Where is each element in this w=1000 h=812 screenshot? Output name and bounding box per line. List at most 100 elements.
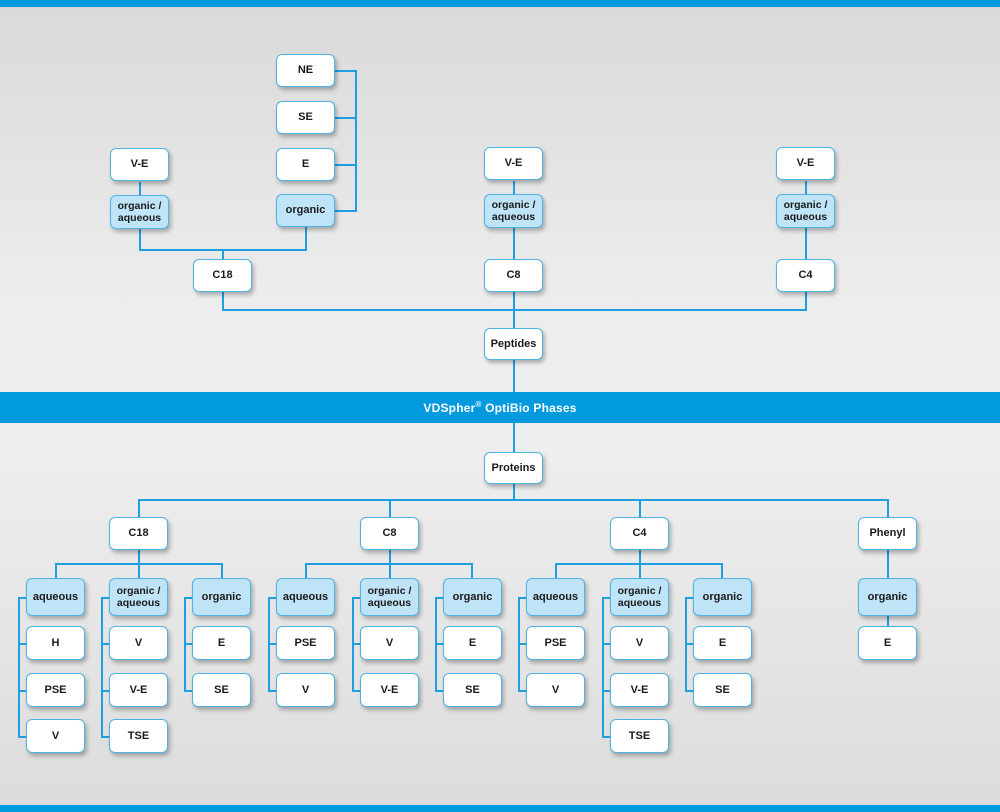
node-label: SE xyxy=(715,683,730,696)
node-c18-organic-e[interactable]: E xyxy=(192,626,251,660)
node-label: NE xyxy=(297,64,314,77)
node-peptides[interactable]: Peptides xyxy=(484,328,543,360)
node-c18-peptides[interactable]: C18 xyxy=(193,259,252,292)
conn-pc8-down xyxy=(389,549,391,564)
node-label: Phenyl xyxy=(869,527,906,540)
node-label: C18 xyxy=(128,527,149,540)
conn-pc8-bus xyxy=(305,563,472,565)
node-label: SE xyxy=(465,683,480,696)
node-c4-orgaq-v[interactable]: V xyxy=(610,626,669,660)
node-label: V-E xyxy=(504,157,523,170)
node-c18-orgaq-v[interactable]: V xyxy=(109,626,168,660)
node-c18-organic-se[interactable]: SE xyxy=(192,673,251,707)
node-ne[interactable]: NE xyxy=(276,54,335,87)
rail-pc4-orgaq-stub-2 xyxy=(602,690,614,692)
node-c18-aqueous[interactable]: aqueous xyxy=(26,578,85,616)
node-c4-orgaq-tse[interactable]: TSE xyxy=(610,719,669,753)
conn-c18-feed-drop xyxy=(222,249,224,261)
node-c18-orgaq-ve[interactable]: V-E xyxy=(109,673,168,707)
node-label-line1: organic / xyxy=(116,584,161,597)
rail-pc4-orgaq-stub-1 xyxy=(602,643,614,645)
node-c4-aqueous[interactable]: aqueous xyxy=(526,578,585,616)
node-c8-proteins[interactable]: C8 xyxy=(360,517,419,550)
node-c8-orgaq-v[interactable]: V xyxy=(360,626,419,660)
rail-pc18-org-stub-0 xyxy=(184,597,196,599)
node-c18-aqueous-v[interactable]: V xyxy=(26,719,85,753)
node-organic-aqueous-c4[interactable]: organic / aqueous xyxy=(776,194,835,228)
node-c18-organic[interactable]: organic xyxy=(192,578,251,616)
node-c8-organic[interactable]: organic xyxy=(443,578,502,616)
node-c8-peptides[interactable]: C8 xyxy=(484,259,543,292)
section-banner xyxy=(0,392,1000,423)
top-accent-bar xyxy=(0,0,1000,7)
node-organic-aqueous-c18[interactable]: organic / aqueous xyxy=(110,195,169,229)
node-label: V-E xyxy=(796,157,815,170)
node-phenyl-organic[interactable]: organic xyxy=(858,578,917,616)
conn-orgaq-left-down xyxy=(139,229,141,250)
rail-pc4-orgaq-stub-3 xyxy=(602,736,614,738)
node-c8-aqueous-v[interactable]: V xyxy=(276,673,335,707)
node-se[interactable]: SE xyxy=(276,101,335,134)
banner-brand: VDSpher xyxy=(423,401,476,415)
node-phenyl-proteins[interactable]: Phenyl xyxy=(858,517,917,550)
node-label: E xyxy=(217,636,226,649)
conn-orgaq-mid-to-c8 xyxy=(513,228,515,261)
node-ve-c18[interactable]: V-E xyxy=(110,148,169,181)
node-label: organic xyxy=(702,590,743,603)
conn-bus-to-pc8 xyxy=(389,499,391,519)
node-c4-proteins[interactable]: C4 xyxy=(610,517,669,550)
node-c18-proteins[interactable]: C18 xyxy=(109,517,168,550)
node-c4-organic-e[interactable]: E xyxy=(693,626,752,660)
node-phenyl-organic-e[interactable]: E xyxy=(858,626,917,660)
node-c4-peptides[interactable]: C4 xyxy=(776,259,835,292)
rail-pc18-org-stub-2 xyxy=(184,690,196,692)
rail-pc4-org-stub-2 xyxy=(685,690,697,692)
node-c8-organic-se[interactable]: SE xyxy=(443,673,502,707)
node-c4-aqueous-v[interactable]: V xyxy=(526,673,585,707)
node-c4-orgaq-ve[interactable]: V-E xyxy=(610,673,669,707)
node-label: V xyxy=(551,683,560,696)
node-e-top[interactable]: E xyxy=(276,148,335,181)
rail-pc18-aqueous-stub-3 xyxy=(18,736,30,738)
rail-pc18-aqueous-stub-0 xyxy=(18,597,30,599)
conn-ve-right-to-orgaq xyxy=(805,181,807,195)
node-c8-aqueous[interactable]: aqueous xyxy=(276,578,335,616)
node-c18-aqueous-pse[interactable]: PSE xyxy=(26,673,85,707)
node-ve-c8[interactable]: V-E xyxy=(484,147,543,180)
node-proteins[interactable]: Proteins xyxy=(484,452,543,484)
banner-rest: OptiBio Phases xyxy=(481,401,577,415)
node-c8-organic-e[interactable]: E xyxy=(443,626,502,660)
node-c18-orgaq-tse[interactable]: TSE xyxy=(109,719,168,753)
node-c8-orgaq-ve[interactable]: V-E xyxy=(360,673,419,707)
node-label-line2: aqueous xyxy=(491,211,536,223)
node-c4-organic-se[interactable]: SE xyxy=(693,673,752,707)
rail-pc8-org-stub-1 xyxy=(435,643,447,645)
rail-pc18-aqueous-stub-1 xyxy=(18,643,30,645)
conn-pc4-bus-orgaq xyxy=(639,563,641,579)
conn-bus-to-pc4 xyxy=(639,499,641,519)
rail-pc4-orgaq xyxy=(602,597,604,737)
node-c8-organic-aqueous[interactable]: organic / aqueous xyxy=(360,578,419,616)
node-label: V xyxy=(134,636,143,649)
node-label: E xyxy=(301,158,310,171)
rail-pc18-orgaq-stub-2 xyxy=(101,690,113,692)
node-c4-organic-aqueous[interactable]: organic / aqueous xyxy=(610,578,669,616)
node-c18-organic-aqueous[interactable]: organic / aqueous xyxy=(109,578,168,616)
node-organic-aqueous-c8[interactable]: organic / aqueous xyxy=(484,194,543,228)
node-label-line2: aqueous xyxy=(117,212,162,224)
node-c18-aqueous-h[interactable]: H xyxy=(26,626,85,660)
node-label-line1: organic / xyxy=(783,198,828,211)
node-label: H xyxy=(51,636,60,649)
conn-pc18-bus-org xyxy=(221,563,223,579)
node-c8-aqueous-pse[interactable]: PSE xyxy=(276,626,335,660)
node-organic-top[interactable]: organic xyxy=(276,194,335,227)
node-ve-c4[interactable]: V-E xyxy=(776,147,835,180)
node-label: PSE xyxy=(544,636,567,649)
conn-pc4-bus-org xyxy=(721,563,723,579)
node-label: E xyxy=(468,636,477,649)
node-label: C8 xyxy=(382,527,397,540)
rail-pc18-orgaq-stub-0 xyxy=(101,597,113,599)
banner-title: VDSpher® OptiBio Phases xyxy=(0,392,1000,423)
node-c4-aqueous-pse[interactable]: PSE xyxy=(526,626,585,660)
node-c4-organic[interactable]: organic xyxy=(693,578,752,616)
